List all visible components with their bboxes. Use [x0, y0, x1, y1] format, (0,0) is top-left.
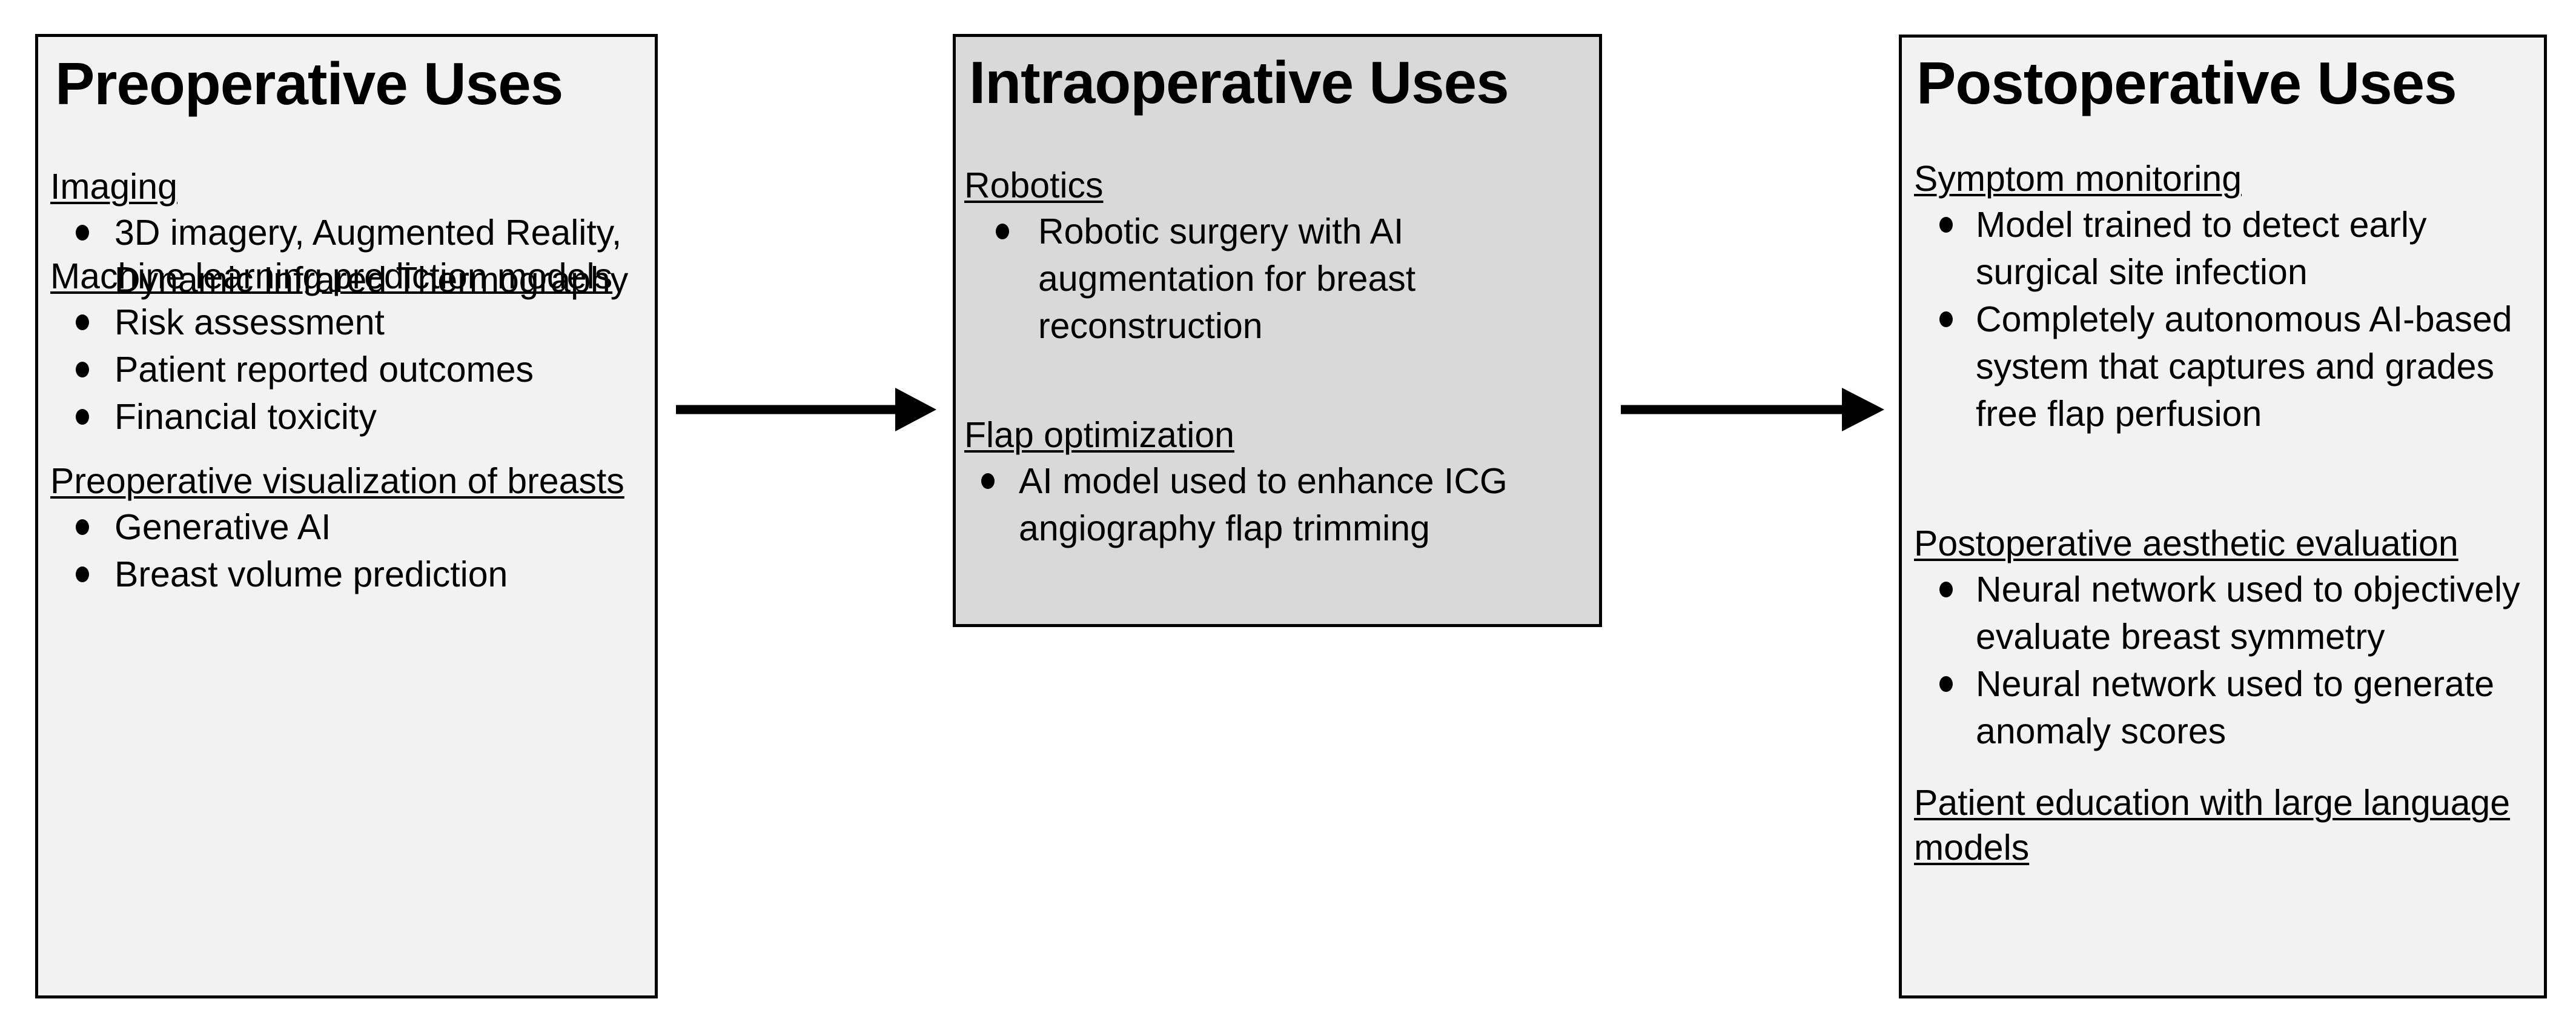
list-item-text: Robotic surgery with AI augmentation for… [1038, 211, 1416, 346]
list-item-text: Completely autonomous AI-based system th… [1976, 299, 2512, 434]
right-arrow-icon-preop-to-intraop [672, 373, 939, 446]
section-heading: Preoperative visualization of breasts [50, 461, 624, 501]
list-item: AI model used to enhance ICG angiography… [964, 457, 1599, 552]
panel-intraoperative: Intraoperative Uses Robotics Robotic sur… [953, 34, 1602, 627]
panel-title-intraoperative: Intraoperative Uses [969, 49, 1509, 116]
section-heading-wrap: Imaging [50, 164, 632, 209]
panel-postoperative: Postoperative Uses Symptom monitoring Mo… [1899, 35, 2547, 998]
section-symptom-monitoring: Symptom monitoring Model trained to dete… [1914, 156, 2544, 437]
section-heading: Flap optimization [964, 415, 1234, 455]
bullet-dot-icon [76, 566, 89, 582]
list-item-text: Patient reported outcomes [114, 350, 534, 390]
list-item: 3D imagery, Augmented Reality, Dynamic I… [50, 209, 655, 304]
section-heading-wrap: Robotics [964, 163, 1570, 208]
section-aesthetic-evaluation: Postoperative aesthetic evaluation Neura… [1914, 521, 2544, 755]
bullet-dot-icon [996, 224, 1009, 239]
bullet-dot-icon [76, 362, 89, 377]
section-flap-optimization: Flap optimization AI model used to enhan… [964, 413, 1599, 552]
panel-title-preoperative: Preoperative Uses [55, 50, 563, 117]
list-item-text: Generative AI [114, 507, 331, 547]
list-item: Model trained to detect early surgical s… [1914, 201, 2544, 296]
list-item-text: Neural network used to generate anomaly … [1976, 664, 2495, 751]
bullet-dot-icon [76, 314, 89, 330]
list-item: Neural network used to objectively evalu… [1914, 566, 2544, 660]
list-item-text: Risk assessment [114, 302, 385, 342]
list-item-text: Model trained to detect early surgical s… [1976, 205, 2427, 292]
section-heading: Imaging [50, 167, 177, 207]
bullet-list: Risk assessment Patient reported outcome… [50, 299, 655, 440]
bullet-list: Generative AI Breast volume prediction [50, 503, 655, 598]
list-item: Risk assessment [50, 299, 655, 346]
section-heading-wrap: Symptom monitoring [1914, 156, 2532, 201]
bullet-dot-icon [1939, 217, 1953, 233]
list-item: Generative AI [50, 503, 655, 551]
section-heading-wrap: Postoperative aesthetic evaluation [1914, 521, 2532, 566]
section-heading: Robotics [964, 165, 1104, 205]
section-heading-wrap: Machine learning prediction models [50, 254, 632, 299]
list-item: Financial toxicity [50, 393, 655, 440]
section-robotics: Robotics Robotic surgery with AI augment… [964, 163, 1599, 350]
section-heading: Patient education with large language mo… [1914, 783, 2511, 868]
bullet-dot-icon [981, 473, 995, 489]
bullet-dot-icon [1939, 676, 1953, 692]
bullet-dot-icon [1939, 311, 1953, 327]
section-heading: Postoperative aesthetic evaluation [1914, 523, 2458, 563]
list-item: Completely autonomous AI-based system th… [1914, 296, 2544, 437]
section-patient-education: Patient education with large language mo… [1914, 780, 2544, 870]
section-ml-prediction-models: Machine learning prediction models Risk … [50, 254, 655, 440]
list-item: Patient reported outcomes [50, 346, 655, 393]
list-item: Neural network used to generate anomaly … [1914, 660, 2544, 755]
bullet-list: Robotic surgery with AI augmentation for… [964, 208, 1599, 350]
section-heading: Machine learning prediction models [50, 256, 613, 296]
list-item-text: Breast volume prediction [114, 554, 508, 594]
section-heading-wrap: Preoperative visualization of breasts [50, 459, 632, 503]
list-item: Robotic surgery with AI augmentation for… [964, 208, 1599, 350]
bullet-dot-icon [76, 519, 89, 535]
bullet-dot-icon [76, 225, 89, 241]
bullet-list: Neural network used to objectively evalu… [1914, 566, 2544, 755]
panel-title-postoperative: Postoperative Uses [1916, 50, 2457, 116]
section-imaging: Imaging 3D imagery, Augmented Reality, D… [50, 164, 655, 304]
panel-preoperative: Preoperative Uses Imaging 3D imagery, Au… [35, 34, 658, 998]
list-item-text: Neural network used to objectively evalu… [1976, 570, 2520, 657]
bullet-dot-icon [1939, 582, 1953, 597]
section-heading-wrap: Patient education with large language mo… [1914, 780, 2532, 870]
section-heading: Symptom monitoring [1914, 159, 2242, 199]
bullet-list: 3D imagery, Augmented Reality, Dynamic I… [50, 209, 655, 304]
list-item: Breast volume prediction [50, 551, 655, 598]
list-item-text: Financial toxicity [114, 397, 377, 437]
bullet-list: AI model used to enhance ICG angiography… [964, 457, 1599, 552]
bullet-list: Model trained to detect early surgical s… [1914, 201, 2544, 437]
bullet-dot-icon [76, 409, 89, 425]
list-item-text: AI model used to enhance ICG angiography… [1019, 461, 1508, 548]
list-item-text: 3D imagery, Augmented Reality, Dynamic I… [114, 213, 629, 300]
right-arrow-icon-intraop-to-postop [1617, 373, 1887, 446]
section-preop-visualization: Preoperative visualization of breasts Ge… [50, 459, 655, 598]
section-heading-wrap: Flap optimization [964, 413, 1570, 457]
